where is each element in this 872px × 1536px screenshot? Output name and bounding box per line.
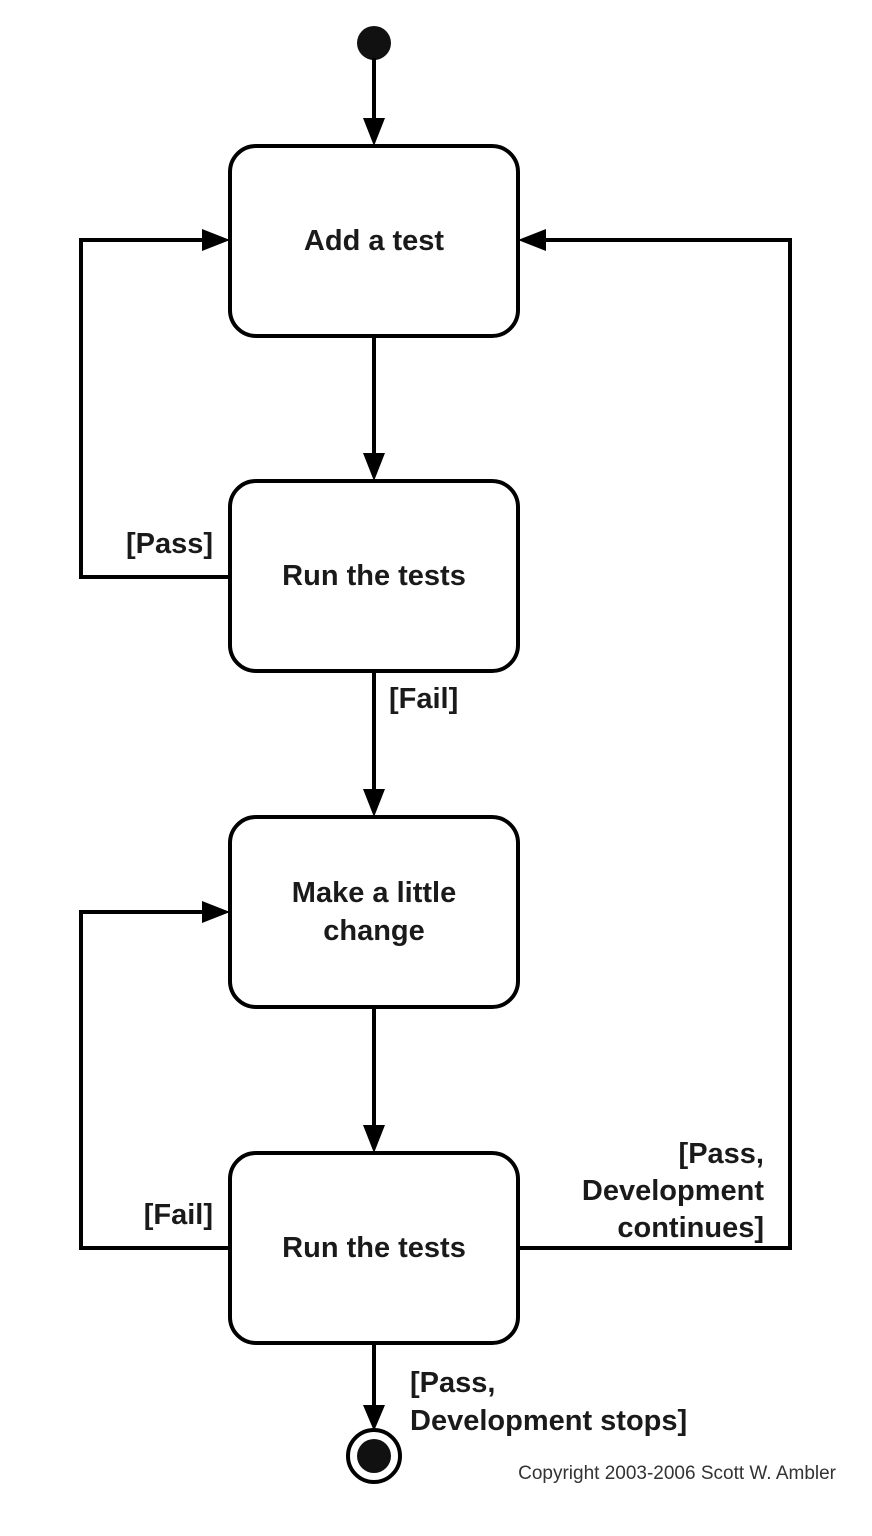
state-make-a-little-change-label-line1: Make a little: [292, 877, 456, 909]
edge-fail-loop-left: [79, 910, 230, 1250]
final-node-inner-dot: [357, 1439, 391, 1473]
guard-pass-continue-line2: Development: [582, 1175, 764, 1207]
edge-pass-loop-left: [79, 238, 230, 579]
arrowhead-run-tests-2-top: [363, 1125, 385, 1153]
state-make-a-little-change: [228, 815, 520, 1009]
arrowhead-add-test-right: [518, 229, 546, 251]
arrowhead-final-top: [363, 1405, 385, 1431]
arrowhead-add-test-left: [202, 229, 230, 251]
guard-pass-1: [Pass]: [126, 528, 213, 560]
guard-fail-1: [Fail]: [389, 683, 458, 715]
state-run-the-tests-2-label: Run the tests: [282, 1232, 466, 1264]
state-make-a-little-change-label-line2: change: [323, 915, 425, 947]
arrowhead-add-test-top: [363, 118, 385, 146]
initial-node: [357, 26, 391, 60]
arrowhead-run-tests-1-top: [363, 453, 385, 481]
arrowhead-make-change-top: [363, 789, 385, 817]
arrowhead-make-change-left: [202, 901, 230, 923]
edge-pass-continue-loop-right: [518, 238, 792, 1250]
copyright-notice: Copyright 2003-2006 Scott W. Ambler: [518, 1463, 837, 1484]
guard-fail-2: [Fail]: [144, 1199, 213, 1231]
state-run-the-tests-1-label: Run the tests: [282, 560, 466, 592]
guard-pass-continue-line1: [Pass,: [679, 1138, 764, 1170]
state-add-a-test-label: Add a test: [304, 225, 445, 257]
guard-pass-stop-line1: [Pass,: [410, 1367, 495, 1399]
guard-pass-continue-line3: continues]: [617, 1212, 764, 1244]
guard-pass-stop-line2: Development stops]: [410, 1405, 687, 1437]
